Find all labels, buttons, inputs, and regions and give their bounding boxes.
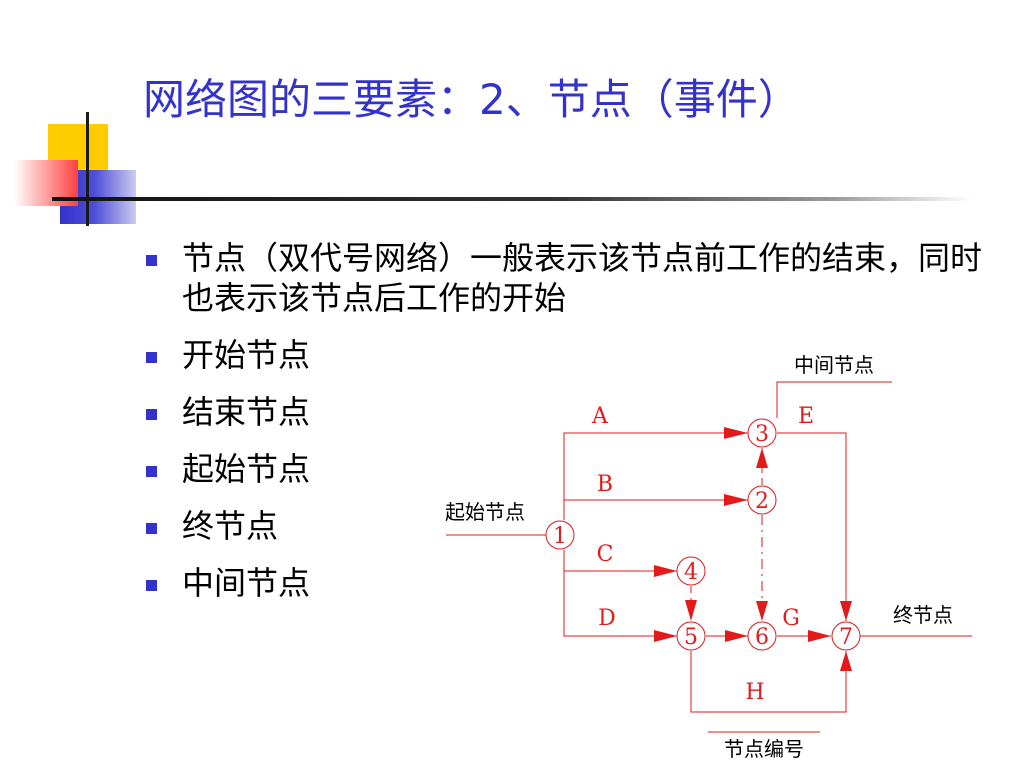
network-edges bbox=[446, 381, 972, 733]
annotation-end-node: 终节点 bbox=[893, 603, 953, 627]
node-6-circle bbox=[747, 621, 777, 651]
activity-label-E: E bbox=[798, 404, 814, 429]
arrow-to-5 bbox=[654, 630, 677, 642]
node-2-label: 2 bbox=[755, 489, 769, 514]
annotation-node-number: 节点编号 bbox=[724, 737, 804, 761]
arrow-5-to-6 bbox=[725, 630, 748, 642]
slide-title: 网络图的三要素：2、节点（事件） bbox=[143, 75, 800, 124]
bullet-list: 节点（双代号网络）一般表示该节点前工作的结束，同时也表示该节点后工作的开始 开始… bbox=[146, 238, 1006, 620]
arrow-E-to-7 bbox=[840, 601, 852, 621]
arrow-to-3 bbox=[724, 427, 748, 439]
bullet-square-icon bbox=[146, 466, 157, 477]
activity-label-B: B bbox=[597, 472, 613, 497]
arrow-2-to-6 bbox=[756, 601, 768, 621]
node-1: 1 bbox=[545, 520, 575, 550]
node-5-circle bbox=[676, 621, 706, 651]
node-4-label: 4 bbox=[684, 560, 698, 585]
bullet-text: 节点（双代号网络）一般表示该节点前工作的结束，同时也表示该节点后工作的开始 bbox=[182, 239, 983, 317]
node-3-circle bbox=[747, 418, 777, 448]
node-1-circle bbox=[545, 520, 575, 550]
node-7: 7 bbox=[831, 621, 861, 651]
edge-B bbox=[563, 499, 748, 520]
leader-middle-node bbox=[776, 381, 892, 418]
activity-label-A: A bbox=[591, 404, 609, 429]
node-2: 2 bbox=[747, 485, 777, 515]
bullet-text: 开始节点 bbox=[182, 336, 311, 374]
node-4: 4 bbox=[676, 556, 706, 586]
bullet-item: 终节点 bbox=[146, 506, 1006, 546]
arrow-H-to-7 bbox=[840, 651, 852, 671]
title-underline bbox=[52, 197, 972, 201]
bullet-text: 起始节点 bbox=[182, 450, 311, 488]
bullet-square-icon bbox=[146, 409, 157, 420]
annotation-start-node: 起始节点 bbox=[445, 500, 525, 524]
activity-label-G: G bbox=[782, 606, 800, 631]
arrow-4-to-5 bbox=[685, 600, 697, 621]
bullet-item: 节点（双代号网络）一般表示该节点前工作的结束，同时也表示该节点后工作的开始 bbox=[146, 238, 1006, 318]
arrow-to-2 bbox=[724, 494, 748, 506]
activity-label-C: C bbox=[597, 542, 614, 567]
node-1-label: 1 bbox=[553, 524, 567, 549]
activity-label-H: H bbox=[745, 680, 764, 705]
node-5-label: 5 bbox=[684, 625, 698, 650]
bullet-text: 结束节点 bbox=[182, 393, 311, 431]
bullet-square-icon bbox=[146, 352, 157, 363]
node-4-circle bbox=[676, 556, 706, 586]
network-arrowheads bbox=[654, 427, 852, 671]
arrow-to-4 bbox=[654, 565, 677, 577]
bullet-text: 终节点 bbox=[182, 507, 279, 545]
edge-H bbox=[690, 651, 847, 713]
bullet-square-icon bbox=[146, 523, 157, 534]
node-6: 6 bbox=[747, 621, 777, 651]
arrow-6-to-7 bbox=[808, 630, 831, 642]
node-7-label: 7 bbox=[839, 625, 853, 650]
arrow-2-to-3 bbox=[756, 448, 768, 468]
edge-D bbox=[563, 550, 677, 637]
node-5: 5 bbox=[676, 621, 706, 651]
activity-label-D: D bbox=[598, 606, 616, 631]
bullet-square-icon bbox=[146, 255, 157, 266]
node-7-circle bbox=[831, 621, 861, 651]
edge-A bbox=[563, 432, 748, 520]
bullet-text: 中间节点 bbox=[182, 564, 311, 602]
bullet-square-icon bbox=[146, 580, 157, 591]
bullet-item: 结束节点 bbox=[146, 392, 1006, 432]
bullet-item: 起始节点 bbox=[146, 449, 1006, 489]
decor-vertical-line bbox=[86, 112, 89, 226]
node-3: 3 bbox=[747, 418, 777, 448]
bullet-item: 中间节点 bbox=[146, 563, 1006, 603]
node-6-label: 6 bbox=[755, 625, 769, 650]
node-2-circle bbox=[747, 485, 777, 515]
edge-E bbox=[777, 432, 847, 621]
bullet-item: 开始节点 bbox=[146, 335, 1006, 375]
annotation-middle-node: 中间节点 bbox=[794, 353, 874, 377]
node-3-label: 3 bbox=[755, 422, 769, 447]
